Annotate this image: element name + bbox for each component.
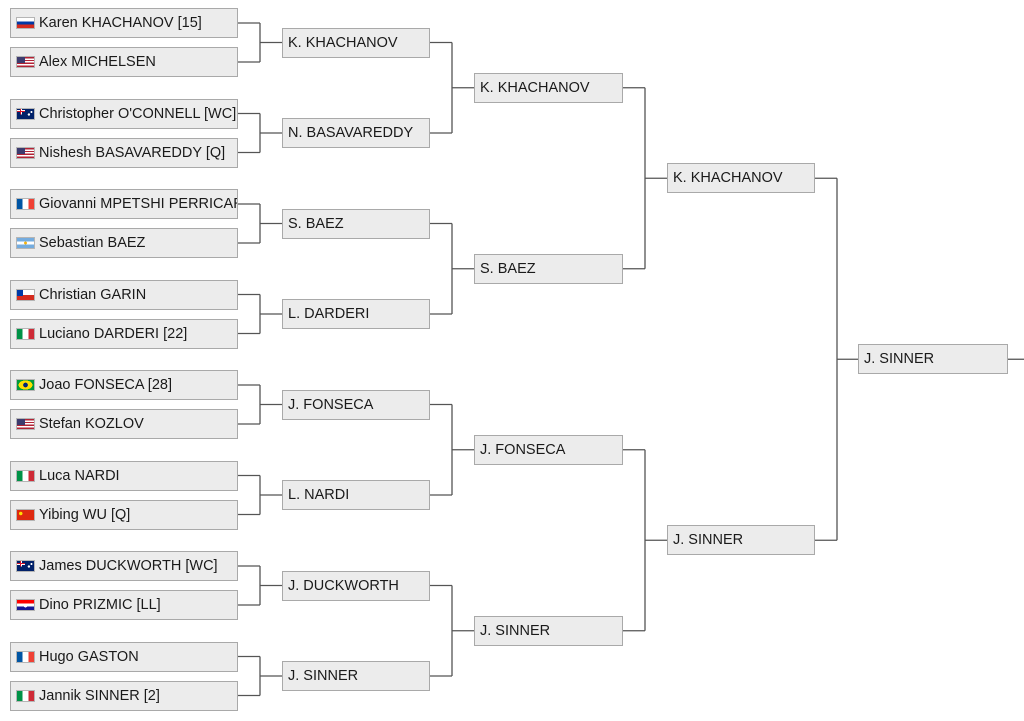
round4-player-slot[interactable]: K. KHACHANOV bbox=[667, 163, 815, 194]
fra-flag-icon bbox=[16, 198, 35, 210]
round3-player-slot[interactable]: K. KHACHANOV bbox=[474, 72, 623, 103]
player-name: Luciano DARDERI [22] bbox=[39, 325, 188, 342]
aus-flag-icon bbox=[16, 560, 35, 572]
player-name: Sebastian BAEZ bbox=[39, 235, 146, 251]
player-name: N. BASAVAREDDY bbox=[288, 125, 414, 141]
player-name: L. NARDI bbox=[288, 487, 350, 503]
round1-player-slot[interactable]: Stefan KOZLOV bbox=[10, 409, 238, 439]
round5-player-slot[interactable]: J. SINNER bbox=[858, 344, 1008, 375]
player-name: J. SINNER bbox=[480, 622, 551, 639]
arg-flag-icon bbox=[16, 237, 35, 249]
chn-flag-icon bbox=[16, 508, 35, 521]
ita-flag-icon bbox=[16, 689, 35, 702]
player-name: Stefan KOZLOV bbox=[39, 416, 144, 432]
player-name: Dino PRIZMIC [LL] bbox=[39, 597, 161, 613]
round1-player-slot[interactable]: James DUCKWORTH [WC] bbox=[10, 551, 238, 581]
aus-flag-icon bbox=[16, 107, 35, 120]
player-name: K. KHACHANOV bbox=[480, 79, 590, 96]
round1-player-slot[interactable]: Joao FONSECA [28] bbox=[10, 370, 238, 400]
round1-player-slot[interactable]: Hugo GASTON bbox=[10, 641, 238, 672]
round2-player-slot[interactable]: N. BASAVAREDDY bbox=[282, 118, 430, 148]
player-name: J. SINNER bbox=[673, 532, 744, 549]
player-name: Luca NARDI bbox=[39, 467, 120, 484]
ita-flag-icon bbox=[16, 469, 35, 482]
round2-player-slot[interactable]: L. NARDI bbox=[282, 480, 430, 510]
chi-flag-icon bbox=[16, 288, 35, 301]
round1-player-slot[interactable]: Alex MICHELSEN bbox=[10, 47, 238, 77]
player-name: Giovanni MPETSHI PERRICARD bbox=[39, 196, 238, 212]
player-name: Alex MICHELSEN bbox=[39, 54, 156, 70]
round1-player-slot[interactable]: Christopher O'CONNELL [WC] bbox=[10, 98, 238, 129]
player-name: S. BAEZ bbox=[288, 215, 344, 232]
round1-player-slot[interactable]: Dino PRIZMIC [LL] bbox=[10, 590, 238, 620]
round2-player-slot[interactable]: J. FONSECA bbox=[282, 389, 430, 420]
round2-player-slot[interactable]: L. DARDERI bbox=[282, 299, 430, 329]
player-name: Christian GARIN bbox=[39, 286, 147, 303]
round3-player-slot[interactable]: J. SINNER bbox=[474, 615, 623, 646]
round1-player-slot[interactable]: Nishesh BASAVAREDDY [Q] bbox=[10, 137, 238, 168]
usa-flag-icon bbox=[16, 56, 35, 68]
cro-flag-icon bbox=[16, 599, 35, 611]
round4-player-slot[interactable]: J. SINNER bbox=[667, 525, 815, 556]
ita-flag-icon bbox=[16, 327, 35, 340]
player-name: Joao FONSECA [28] bbox=[39, 377, 172, 393]
round1-player-slot[interactable]: Luca NARDI bbox=[10, 460, 238, 491]
usa-flag-icon bbox=[16, 146, 35, 159]
round2-player-slot[interactable]: K. KHACHANOV bbox=[282, 27, 430, 58]
player-name: Christopher O'CONNELL [WC] bbox=[39, 105, 237, 122]
round3-player-slot[interactable]: J. FONSECA bbox=[474, 434, 623, 465]
usa-flag-icon bbox=[16, 418, 35, 430]
player-name: James DUCKWORTH [WC] bbox=[39, 558, 218, 574]
round2-player-slot[interactable]: S. BAEZ bbox=[282, 208, 430, 239]
round1-player-slot[interactable]: Sebastian BAEZ bbox=[10, 228, 238, 258]
round1-player-slot[interactable]: Luciano DARDERI [22] bbox=[10, 318, 238, 349]
player-name: J. SINNER bbox=[864, 351, 935, 368]
player-name: Jannik SINNER [2] bbox=[39, 687, 160, 704]
round1-player-slot[interactable]: Christian GARIN bbox=[10, 279, 238, 310]
rus-flag-icon bbox=[16, 17, 35, 29]
player-name: Yibing WU [Q] bbox=[39, 506, 131, 523]
round2-player-slot[interactable]: J. DUCKWORTH bbox=[282, 570, 430, 601]
player-name: S. BAEZ bbox=[480, 260, 536, 277]
player-name: J. FONSECA bbox=[480, 441, 566, 458]
round2-player-slot[interactable]: J. SINNER bbox=[282, 661, 430, 691]
player-name: Nishesh BASAVAREDDY [Q] bbox=[39, 144, 226, 161]
player-name: L. DARDERI bbox=[288, 306, 370, 322]
player-name: J. SINNER bbox=[288, 668, 359, 684]
round1-player-slot[interactable]: Jannik SINNER [2] bbox=[10, 680, 238, 711]
round3-player-slot[interactable]: S. BAEZ bbox=[474, 253, 623, 284]
player-name: Karen KHACHANOV [15] bbox=[39, 15, 202, 31]
player-name: J. DUCKWORTH bbox=[288, 577, 399, 594]
round1-player-slot[interactable]: Giovanni MPETSHI PERRICARD bbox=[10, 189, 238, 219]
fra-flag-icon bbox=[16, 650, 35, 663]
player-name: K. KHACHANOV bbox=[288, 34, 398, 51]
player-name: J. FONSECA bbox=[288, 396, 374, 413]
round1-player-slot[interactable]: Karen KHACHANOV [15] bbox=[10, 8, 238, 38]
bra-flag-icon bbox=[16, 379, 35, 391]
player-name: Hugo GASTON bbox=[39, 648, 139, 665]
round1-player-slot[interactable]: Yibing WU [Q] bbox=[10, 499, 238, 530]
player-name: K. KHACHANOV bbox=[673, 170, 783, 187]
